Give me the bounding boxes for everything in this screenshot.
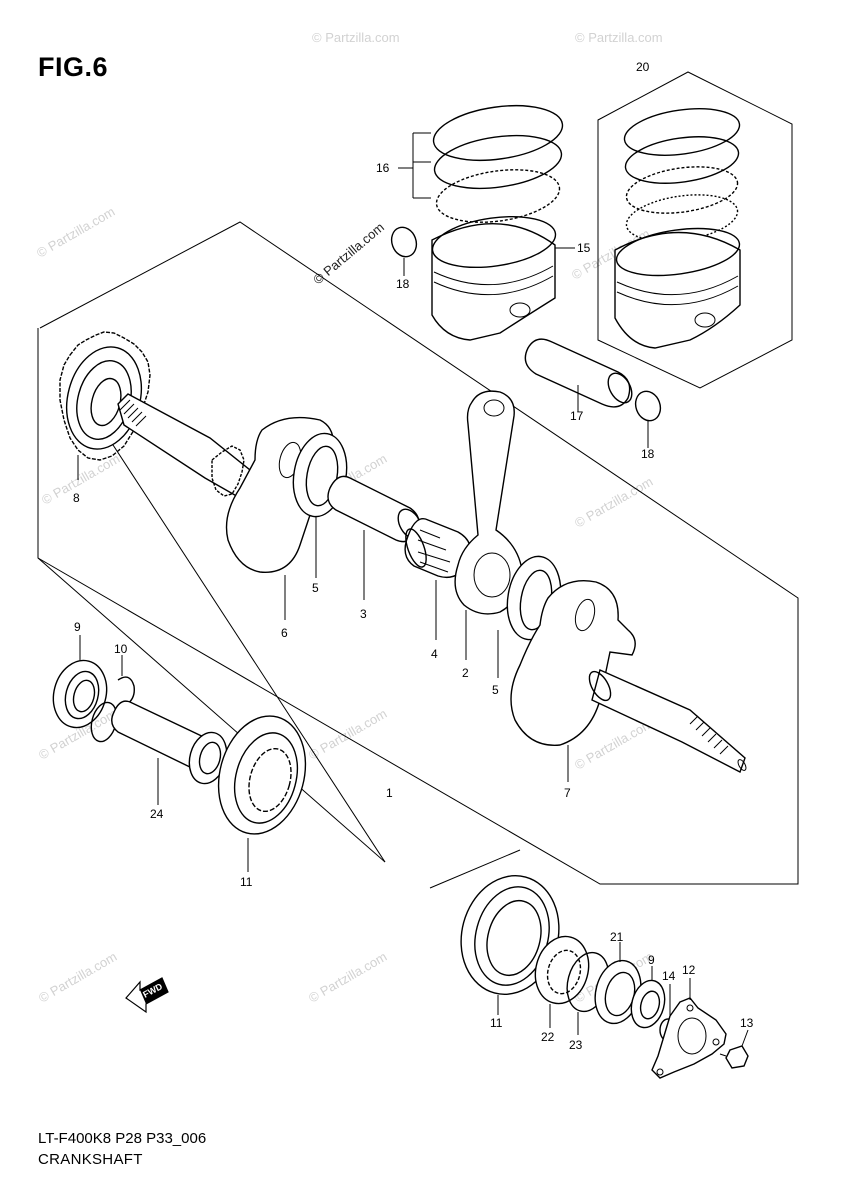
- bolt: [719, 1029, 749, 1069]
- callout-label: 12: [682, 963, 696, 977]
- callout-label: 21: [610, 930, 624, 944]
- piston-set: [614, 108, 741, 349]
- callout-label: 15: [577, 241, 591, 255]
- main-bearing: [217, 715, 307, 872]
- callout-label: 5: [312, 581, 319, 595]
- piston: [431, 216, 575, 341]
- callout-label: 2: [462, 666, 469, 680]
- callout-label: 16: [376, 161, 390, 175]
- callout-label: 5: [492, 683, 499, 697]
- watermark-text: © Partzilla.com: [312, 30, 400, 45]
- assembly-outline: [37, 221, 799, 889]
- callout-label: 24: [150, 807, 164, 821]
- callout-label: 11: [490, 1016, 503, 1030]
- piston-pin: [524, 338, 662, 448]
- callout-label: 4: [431, 647, 438, 661]
- callout-label: 20: [636, 60, 650, 74]
- retainer-plate: [651, 978, 727, 1079]
- forward-direction-arrow: FWD: [125, 977, 169, 1014]
- callout-label: 9: [74, 620, 81, 634]
- callout-label: 7: [564, 786, 571, 800]
- callout-label: 8: [73, 491, 80, 505]
- callout-label: 1: [386, 786, 393, 800]
- right-crank-web: [510, 580, 636, 782]
- watermark-text: © Partzilla.com: [34, 204, 117, 261]
- callout-label: 17: [570, 409, 584, 423]
- callout-label: 13: [740, 1016, 754, 1030]
- circlip: [117, 655, 135, 707]
- right-crankshaft-shaft: [588, 669, 747, 773]
- callout-label: 9: [648, 953, 655, 967]
- watermark-text: © Partzilla.com: [575, 30, 663, 45]
- watermark-text: © Partzilla.com: [572, 474, 655, 531]
- bearing-22: [534, 935, 590, 1028]
- callout-label: 10: [114, 642, 128, 656]
- callout-label: 23: [569, 1038, 583, 1052]
- piston-rings: [398, 105, 564, 223]
- callout-label: 3: [360, 607, 367, 621]
- watermark-text: © Partzilla.com: [39, 451, 122, 508]
- callout-label: 22: [541, 1030, 555, 1044]
- watermark-text: © Partzilla.com: [36, 949, 119, 1006]
- main-bearing: [460, 875, 560, 1015]
- spacer: [630, 966, 666, 1029]
- piston-pin-circlip: [390, 226, 418, 276]
- callout-label: 11: [240, 875, 253, 889]
- primary-drive-gear: [59, 331, 151, 480]
- watermark-layer: © Partzilla.com © Partzilla.com © Partzi…: [34, 30, 663, 1006]
- figure-code: LT-F400K8 P28 P33_006: [38, 1130, 207, 1147]
- connecting-rod: [454, 390, 523, 660]
- callout-layer: 1 2 3 4 5 5 6 7 8 9 9 10 11 11 12 13 14 …: [73, 60, 754, 1052]
- callout-label: 18: [396, 277, 410, 291]
- callout-label: 6: [281, 626, 288, 640]
- piston-set-box: [597, 71, 793, 389]
- needle-bearing: [404, 518, 472, 640]
- figure-title: FIG.6: [38, 52, 109, 82]
- watermark-text: © Partzilla.com: [306, 949, 389, 1006]
- callout-label: 18: [641, 447, 655, 461]
- figure-name: CRANKSHAFT: [38, 1151, 143, 1168]
- ball-bearing-small: [52, 635, 108, 729]
- callout-label: 14: [662, 969, 676, 983]
- balancer-shaft: [90, 700, 228, 805]
